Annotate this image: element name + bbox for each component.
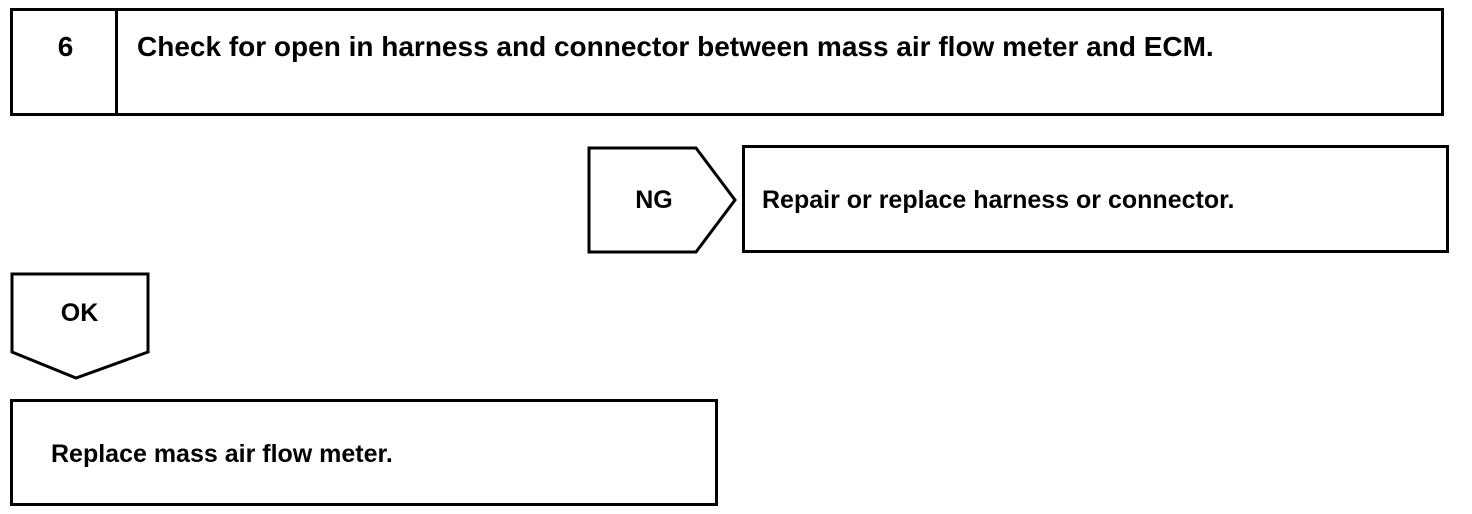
ok-result-text: Replace mass air flow meter. bbox=[51, 440, 393, 468]
step-box: 6 Check for open in harness and connecto… bbox=[10, 8, 1444, 116]
ok-label: OK bbox=[60, 299, 99, 327]
step-title: Check for open in harness and connector … bbox=[137, 31, 1214, 62]
ok-arrow-shape bbox=[10, 272, 150, 380]
step-number: 6 bbox=[57, 31, 74, 62]
ng-label: NG bbox=[635, 186, 673, 214]
step-number-cell: 6 bbox=[13, 11, 118, 113]
ng-arrow-shape bbox=[587, 146, 737, 254]
ok-result-box: Replace mass air flow meter. bbox=[10, 399, 718, 506]
ng-result-text: Repair or replace harness or connector. bbox=[762, 186, 1235, 214]
ng-result-box: Repair or replace harness or connector. bbox=[742, 145, 1449, 253]
